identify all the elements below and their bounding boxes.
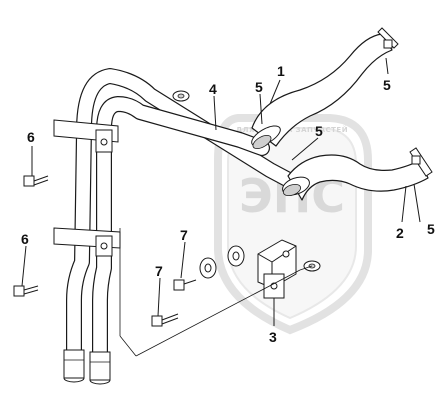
- coolant-pipe-assembly: [53, 68, 308, 385]
- mounting-bracket: [257, 239, 297, 299]
- callout-6-lower: 6: [21, 231, 29, 247]
- callout-1: 1: [277, 63, 285, 79]
- callout-7-upper: 7: [180, 227, 188, 243]
- leader-lines: [21, 57, 421, 326]
- hose-upper: [251, 27, 399, 150]
- callout-5-upper-right: 5: [383, 77, 391, 93]
- callout-6-upper: 6: [27, 129, 35, 145]
- callout-5-lower-right: 5: [427, 221, 435, 237]
- callout-labels: 1 4 5 5 5 5 6 6 2 7 7 3: [21, 63, 435, 345]
- guide-lines: [119, 228, 313, 357]
- callout-5-middle: 5: [315, 123, 323, 139]
- hose-lower: [282, 147, 433, 201]
- callout-2: 2: [396, 225, 404, 241]
- fasteners: [13, 90, 321, 327]
- callout-3: 3: [269, 329, 277, 345]
- callout-4: 4: [209, 81, 217, 97]
- callout-7-lower: 7: [155, 263, 163, 279]
- callout-5-upper-left: 5: [255, 79, 263, 95]
- watermark-caption: ДЛЯ ЗАКАЗА ЗАПЧАСТЕЙ: [236, 125, 348, 134]
